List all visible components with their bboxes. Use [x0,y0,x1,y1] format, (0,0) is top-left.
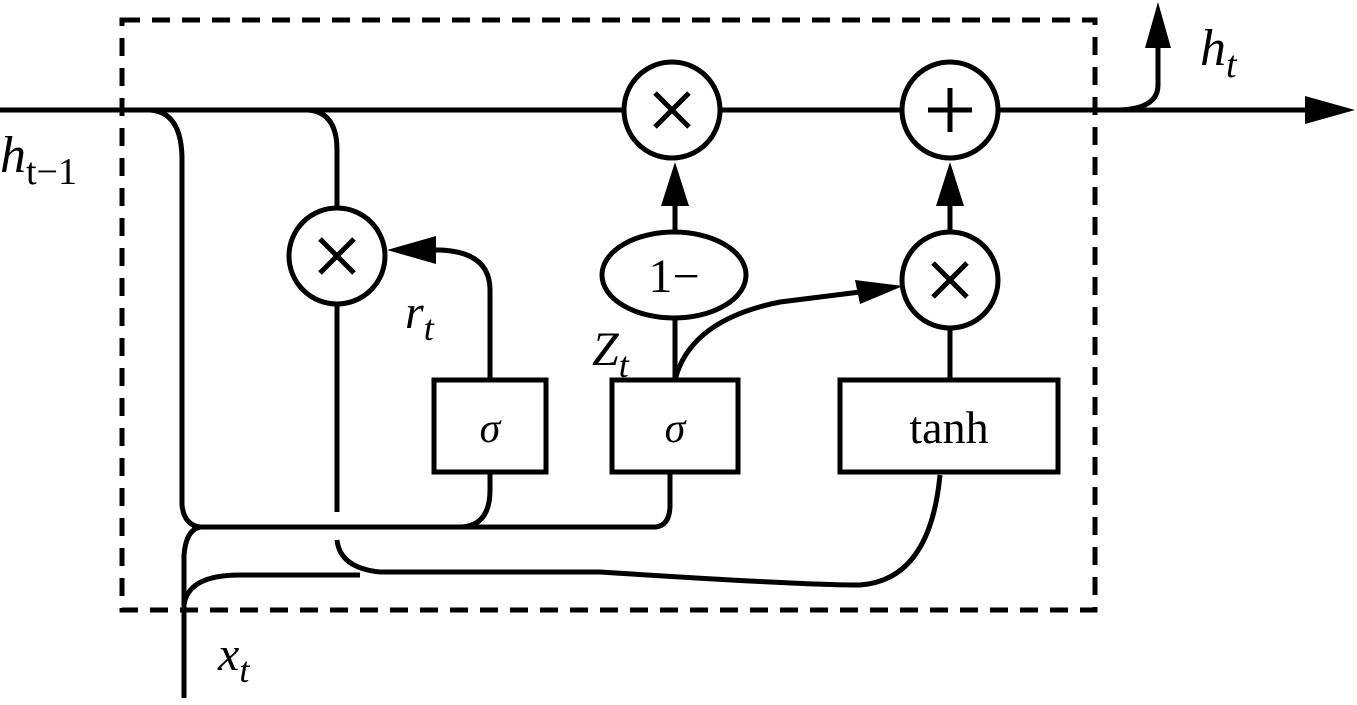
input-bus-to-update-line [462,472,673,530]
candidate-multiply-icon [931,261,969,299]
update-to-candidate-arrowhead [855,280,903,304]
output-branch-line [1114,45,1161,113]
reset-product-to-tanh-line [334,474,943,588]
candidate-to-add-arrowhead [936,162,964,206]
cell-boundary [119,17,1098,613]
x-input-label: xt [217,628,250,690]
update-gate-box [609,377,741,475]
candidate-label: tanh [909,402,988,453]
reset-multiply-icon [318,237,356,275]
reset-signal-line [420,247,493,380]
output-branch-arrowhead [1145,2,1171,48]
reset-signal-arrowhead [387,236,436,264]
hidden-state-arrowhead [1305,96,1355,124]
update-to-candidate-line [672,289,861,381]
reset-gate-box [431,377,549,475]
update-signal-label: Zt [592,323,630,385]
one-minus-label: 1− [648,250,699,303]
reset-gate-label: σ [480,406,503,452]
input-bus-line [192,472,493,530]
candidate-box [837,377,1061,475]
x-input-line [181,524,201,698]
h-prev-down-line [149,107,201,530]
update-multiply-icon [653,91,691,129]
update-gate-label: σ [665,406,688,452]
one-minus-to-multiply-arrowhead [661,162,689,206]
h-out-label: ht [1200,20,1238,86]
reset-signal-label: rt [405,286,435,348]
add-icon [928,88,972,132]
x-to-candidate-line [181,572,360,606]
h-prev-label: ht−1 [0,127,77,193]
h-prev-to-reset-line [307,107,340,212]
